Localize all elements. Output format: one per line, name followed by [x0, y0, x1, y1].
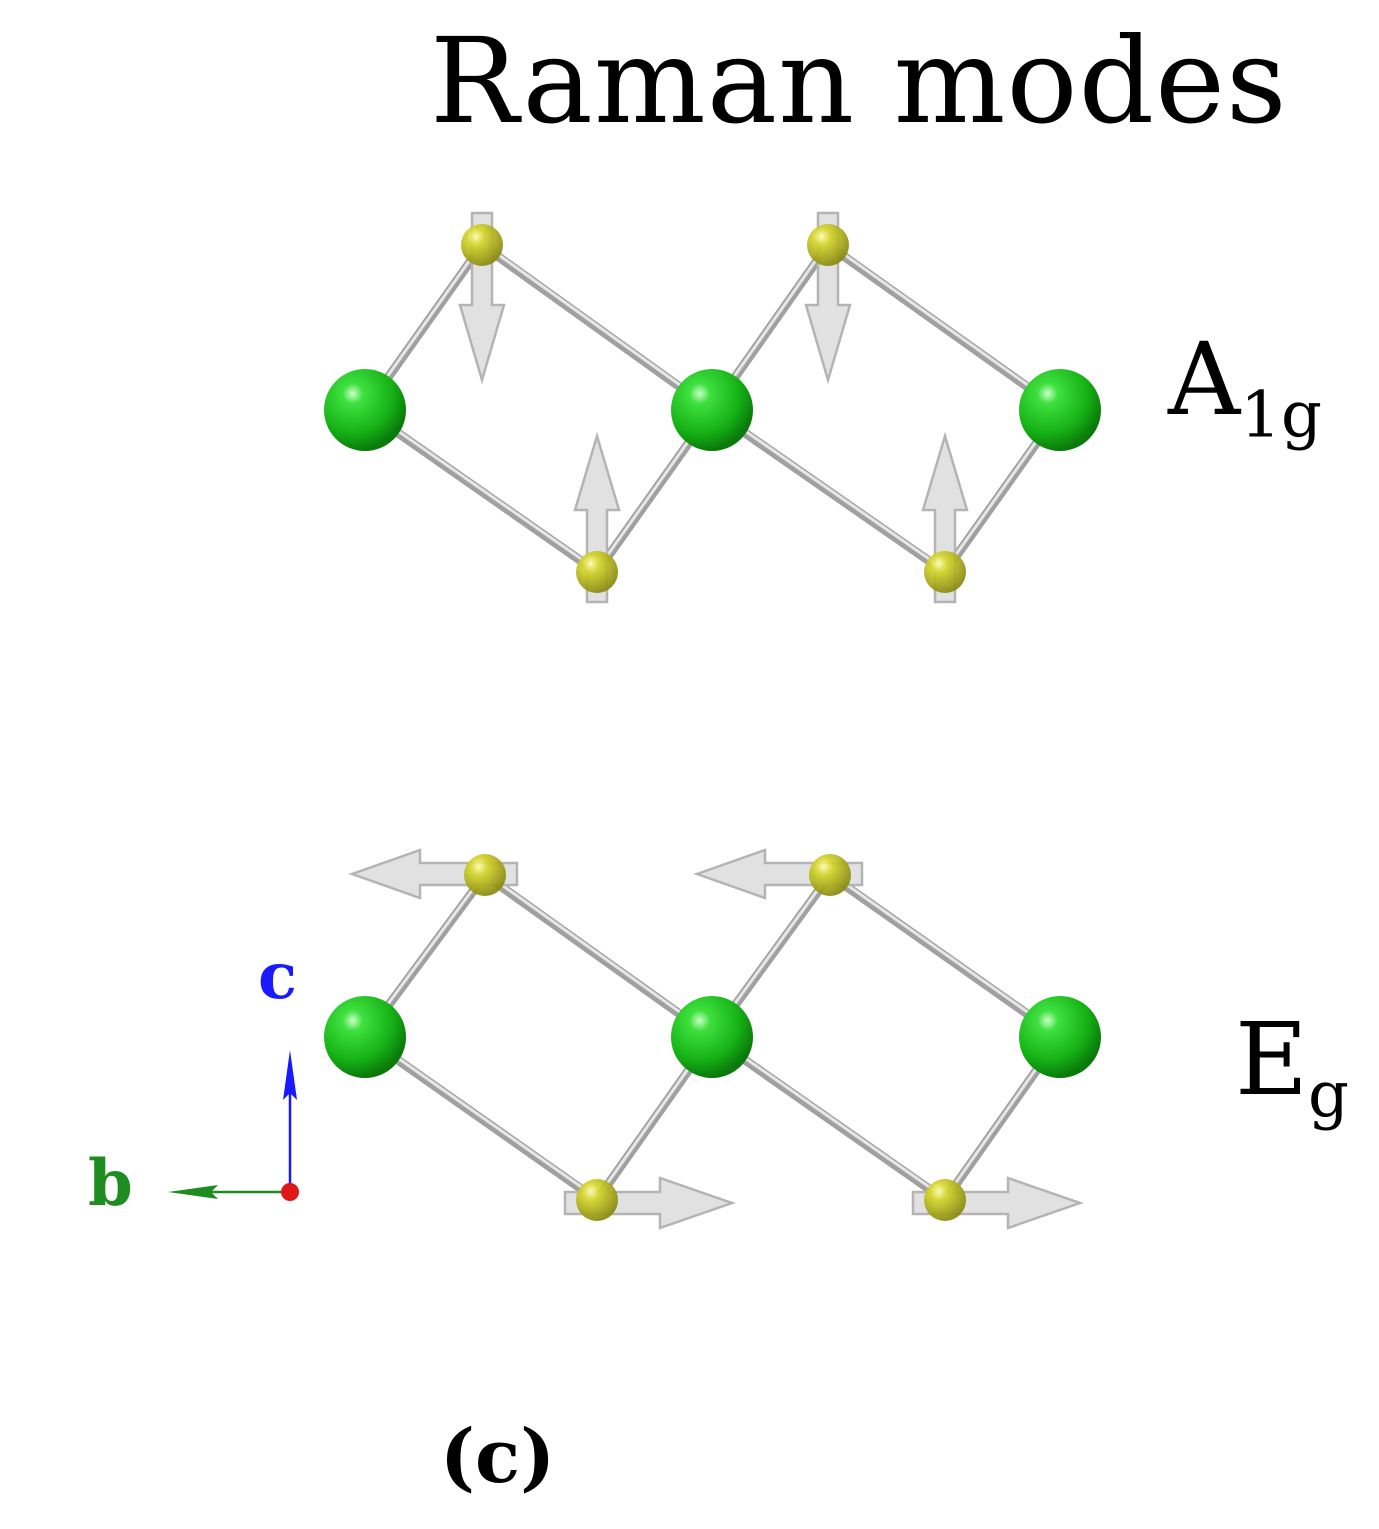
axis-c-arrowhead — [283, 1050, 297, 1100]
displacement-arrow-right — [563, 1176, 736, 1230]
bond — [707, 1032, 950, 1205]
bond — [360, 1032, 602, 1205]
chalcogen-atom — [807, 224, 849, 266]
displacement-arrow-right — [911, 1176, 1084, 1230]
bond — [360, 405, 602, 577]
axis-b-arrowhead — [168, 1185, 218, 1199]
eg-arrows — [348, 848, 1084, 1230]
figure-title: Raman modes — [430, 12, 1288, 150]
metal-atom — [1019, 369, 1101, 451]
a1g-atoms — [324, 224, 1101, 593]
axis-origin — [281, 1183, 299, 1201]
mode-label-a1g: A1g — [1168, 330, 1322, 448]
mode-eg-subscript: g — [1308, 1058, 1349, 1133]
metal-atom — [671, 369, 753, 451]
mode-a1g-symbol: A — [1168, 321, 1241, 438]
bond — [825, 870, 1065, 1042]
bond — [480, 870, 717, 1042]
axis-c-label: c — [258, 939, 297, 1014]
metal-atom — [1019, 996, 1101, 1078]
mode-label-eg: Eg — [1235, 1010, 1349, 1128]
chalcogen-atom — [924, 1179, 966, 1221]
axis-b-label: b — [88, 1146, 133, 1221]
bond — [707, 405, 950, 577]
metal-atom — [671, 996, 753, 1078]
chalcogen-atom — [924, 551, 966, 593]
bond — [477, 240, 717, 415]
chalcogen-atom — [464, 854, 506, 896]
eg-atoms — [324, 854, 1101, 1221]
chalcogen-atom — [461, 224, 503, 266]
chalcogen-atom — [576, 1179, 618, 1221]
mode-a1g-subscript: 1g — [1240, 378, 1322, 453]
bond — [823, 240, 1065, 415]
eg-structure — [324, 848, 1101, 1230]
metal-atom — [324, 996, 406, 1078]
chalcogen-atom — [809, 854, 851, 896]
metal-atom — [324, 369, 406, 451]
axis-indicator — [168, 1050, 299, 1201]
chalcogen-atom — [576, 551, 618, 593]
mode-eg-symbol: E — [1235, 1001, 1308, 1118]
panel-label: (c) — [440, 1414, 556, 1500]
a1g-structure — [324, 211, 1101, 604]
